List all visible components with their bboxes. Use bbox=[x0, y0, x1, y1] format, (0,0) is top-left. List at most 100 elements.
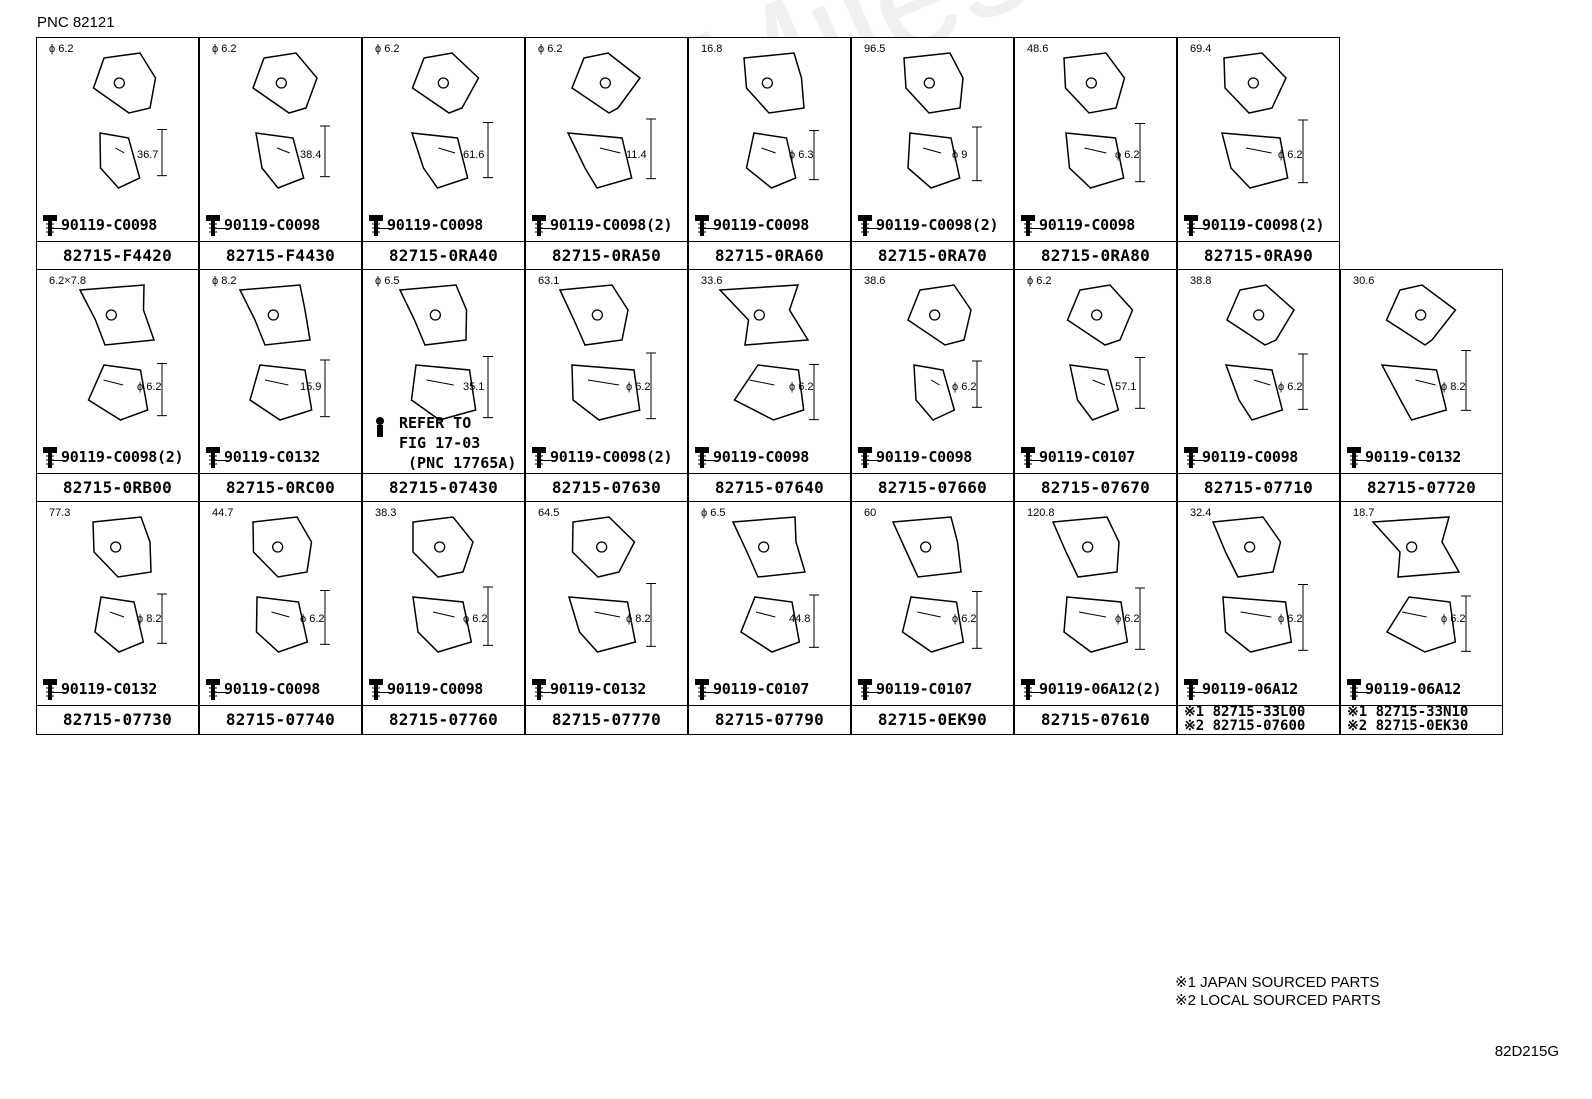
leader-line bbox=[214, 228, 226, 229]
part-number-box: 82715-F4420 bbox=[37, 241, 198, 270]
bolt-part-number: 90119-C0098(2) bbox=[550, 448, 673, 466]
part-number-box: 82715-07720 bbox=[1341, 473, 1502, 502]
leader-line bbox=[51, 228, 63, 229]
part-number-box: 82715-07610 bbox=[1015, 705, 1176, 734]
bolt-icon bbox=[1347, 679, 1361, 700]
part-number: 82715-07430 bbox=[388, 478, 499, 497]
dimension-label: ϕ 6.2 bbox=[1115, 613, 1140, 625]
bolt-part-number: 90119-C0132 bbox=[550, 680, 647, 698]
bolt-part-number: 90119-C0132 bbox=[224, 448, 321, 466]
dimension-label: 38.4 bbox=[300, 149, 321, 161]
part-number-box: 82715-0RA80 bbox=[1015, 241, 1176, 270]
bracket-drawing: 38.6ϕ 6.2 bbox=[864, 275, 982, 421]
part-number: 82715-0RA40 bbox=[388, 246, 499, 265]
leader-line bbox=[540, 692, 552, 693]
legend-japan: ※1 JAPAN SOURCED PARTS bbox=[1175, 974, 1380, 991]
leader-line bbox=[214, 460, 226, 461]
dimension-label: 33.6 bbox=[701, 275, 722, 287]
part-number-box: 82715-0RA90 bbox=[1178, 241, 1339, 270]
part-number-box: 82715-0RA60 bbox=[689, 241, 850, 270]
leader-line bbox=[214, 692, 226, 693]
bracket-drawing: 33.6ϕ 6.2 bbox=[701, 275, 819, 421]
part-number-box: 82715-07660 bbox=[852, 473, 1013, 502]
bracket-drawing: ϕ 6.535.1 bbox=[375, 275, 493, 421]
dimension-label: ϕ 6.2 bbox=[1278, 613, 1303, 625]
dimension-label: 32.4 bbox=[1190, 507, 1211, 519]
dimension-label: ϕ 6.3 bbox=[789, 149, 814, 161]
bolt-icon bbox=[43, 679, 57, 700]
leader-line bbox=[377, 228, 389, 229]
bolt-part-number: 90119-C0107 bbox=[713, 680, 810, 698]
part-number-box: 82715-07710 bbox=[1178, 473, 1339, 502]
leader-line bbox=[1355, 692, 1367, 693]
leader-line bbox=[51, 692, 63, 693]
bracket-drawing: 30.6ϕ 8.2 bbox=[1353, 275, 1471, 421]
part-number-box: 82715-07430 bbox=[363, 473, 524, 502]
bolt-part-number: 90119-C0098 bbox=[713, 448, 810, 466]
figure-code: 82D215G bbox=[1494, 1043, 1559, 1060]
dimension-label: ϕ 6.2 bbox=[952, 613, 977, 625]
dimension-label: ϕ 6.5 bbox=[701, 507, 726, 519]
part-number-box: 82715-07730 bbox=[37, 705, 198, 734]
leader-line bbox=[866, 460, 878, 461]
dimension-label: 38.3 bbox=[375, 507, 396, 519]
part-number: 82715-07640 bbox=[714, 478, 825, 497]
bracket-drawing: 63.1ϕ 6.2 bbox=[538, 275, 656, 421]
bolt-icon bbox=[43, 447, 57, 468]
dimension-label: ϕ 6.2 bbox=[1441, 613, 1466, 625]
part-number: 82715-0RA50 bbox=[551, 246, 662, 265]
leader-line bbox=[1192, 692, 1204, 693]
bracket-drawing: ϕ 6.211.4 bbox=[538, 43, 656, 189]
bracket-drawing: ϕ 6.238.4 bbox=[212, 43, 330, 189]
bracket-drawing: 6.2×7.8ϕ 6.2 bbox=[49, 275, 167, 421]
dimension-label: 96.5 bbox=[864, 43, 885, 55]
part-number-box: 82715-F4430 bbox=[200, 241, 361, 270]
part-number-box: 82715-07740 bbox=[200, 705, 361, 734]
dimension-label: ϕ 9 bbox=[952, 149, 967, 161]
dimension-label: 44.7 bbox=[212, 507, 233, 519]
leader-line bbox=[703, 460, 715, 461]
bracket-drawing: 96.5 ϕ 9 bbox=[864, 43, 982, 189]
part-number: 82715-0RC00 bbox=[225, 478, 336, 497]
pnc-label: PNC 82121 bbox=[37, 14, 115, 31]
bolt-icon bbox=[1184, 215, 1198, 236]
dimension-label: 18.7 bbox=[1353, 507, 1374, 519]
part-number: 82715-0EK90 bbox=[877, 710, 988, 729]
dimension-label: 63.1 bbox=[538, 275, 559, 287]
dimension-label: ϕ 6.2 bbox=[1115, 149, 1140, 161]
leader-line bbox=[51, 460, 63, 461]
bolt-icon bbox=[1021, 447, 1035, 468]
bolt-icon bbox=[1347, 447, 1361, 468]
dimension-label: 15.9 bbox=[300, 381, 321, 393]
bracket-drawing: 64.5ϕ 8.2 bbox=[538, 507, 656, 653]
dimension-label: ϕ 8.2 bbox=[626, 613, 651, 625]
bracket-drawing: ϕ 6.257.1 bbox=[1027, 275, 1145, 421]
part-number: 82715-0RA90 bbox=[1203, 246, 1314, 265]
bolt-part-number: 90119-C0098(2) bbox=[550, 216, 673, 234]
part-number: 82715-07660 bbox=[877, 478, 988, 497]
bracket-drawing: 60ϕ 6.2 bbox=[864, 507, 982, 653]
dimension-label: 61.6 bbox=[463, 149, 484, 161]
dimension-label: ϕ 6.2 bbox=[1278, 381, 1303, 393]
dimension-label: ϕ 6.2 bbox=[375, 43, 400, 55]
leader-line bbox=[1192, 228, 1204, 229]
bracket-drawing: ϕ 8.215.9 bbox=[212, 275, 330, 421]
bracket-drawing: 38.3ϕ 6.2 bbox=[375, 507, 493, 653]
part-number: 82715-07710 bbox=[1203, 478, 1314, 497]
dimension-label: ϕ 6.2 bbox=[538, 43, 563, 55]
refer-note: REFER TO FIG 17-03 (PNC 17765A) bbox=[399, 414, 517, 472]
dimension-label: 57.1 bbox=[1115, 381, 1136, 393]
part-number: 82715-0RA60 bbox=[714, 246, 825, 265]
